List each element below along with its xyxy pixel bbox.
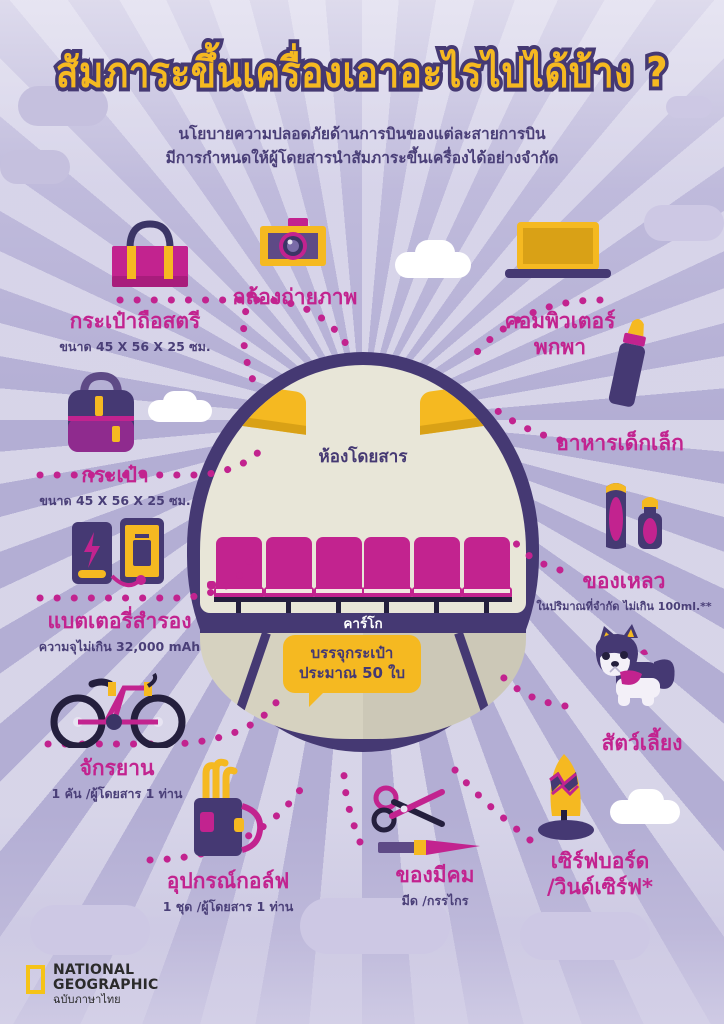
cloud-decoration: [644, 205, 724, 241]
seat: [264, 537, 314, 613]
page-subtitle: นโยบายความปลอดภัยด้านการบินของแต่ละสายกา…: [0, 122, 724, 170]
logo-line-1: NATIONAL: [53, 962, 135, 979]
subtitle-line-1: นโยบายความปลอดภัยด้านการบินของแต่ละสายกา…: [178, 125, 546, 143]
label-bicycle: จักรยาน 1 คัน /ผู้โดยสาร 1 ท่าน: [22, 755, 212, 804]
handbag-sub: ขนาด 45 X 56 X 25 ซม.: [59, 339, 211, 355]
cloud-decoration: [300, 898, 450, 954]
camera-icon: [258, 218, 328, 278]
cloud-decoration: [415, 240, 455, 266]
overhead-bin-left: [200, 377, 306, 435]
babyfood-title: อาหารเด็กเล็ก: [556, 431, 684, 455]
baby-bottle-icon: [598, 318, 658, 427]
liquids-icon: [598, 475, 688, 559]
cargo-label: คาร์โก: [343, 616, 383, 632]
powerbank-title: แบตเตอรี่สำรอง: [47, 609, 192, 633]
seat: [214, 537, 264, 613]
cloud-decoration: [520, 912, 650, 960]
seat: [314, 537, 364, 613]
cloud-decoration: [628, 789, 664, 813]
sharp-title: ของมีคม: [395, 863, 475, 887]
label-powerbank: แบตเตอรี่สำรอง ความจุไม่เกิน 32,000 mAh: [12, 608, 227, 657]
backpack-title: กระเป๋า: [81, 463, 149, 487]
backpack-sub: ขนาด 45 X 56 X 25 ซม.: [39, 493, 191, 509]
cloud-decoration: [666, 96, 712, 118]
cargo-label-band: คาร์โก: [200, 613, 526, 633]
subtitle-line-2: มีการกำหนดให้ผู้โดยสารนำสัมภาระขึ้นเครื่…: [165, 149, 559, 168]
golf-title: อุปกรณ์กอล์ฟ: [166, 869, 290, 893]
bicycle-title: จักรยาน: [79, 756, 155, 780]
powerbank-icon: [68, 518, 188, 596]
label-backpack: กระเป๋า ขนาด 45 X 56 X 25 ซม.: [15, 462, 215, 511]
cloud-decoration: [30, 905, 150, 955]
label-golf: อุปกรณ์กอล์ฟ 1 ชุด /ผู้โดยสาร 1 ท่าน: [128, 868, 328, 917]
logo-thai-edition: ฉบับภาษาไทย: [53, 993, 121, 1007]
cargo-capacity-badge: บรรจุกระเป๋า ประมาณ 50 ใบ: [283, 635, 422, 707]
page-title: สัมภาระขึ้นเครื่องเอาอะไรไปได้บ้าง ?: [52, 45, 671, 100]
seat-row-left: [207, 537, 364, 613]
bicycle-sub: 1 คัน /ผู้โดยสาร 1 ท่าน: [51, 786, 183, 802]
label-sharp: ของมีคม มีด /กรรไกร: [345, 862, 525, 911]
cabin-label: ห้องโดยสาร: [318, 447, 408, 467]
seat: [412, 537, 462, 613]
surfboard-icon: [528, 752, 624, 848]
handbag-title: กระเป๋าถือสตรี: [69, 309, 201, 333]
overhead-bin-right: [420, 377, 526, 435]
label-babyfood: อาหารเด็กเล็ก: [520, 430, 720, 456]
cloud-decoration: [0, 150, 70, 184]
airplane-cross-section: ห้องโดยสาร: [187, 352, 539, 752]
sharp-objects-icon: [370, 784, 500, 866]
pet-dog-icon: [580, 618, 684, 718]
liquids-sub: ในปริมาณที่จำกัด ไม่เกิน 100ml.**: [536, 600, 712, 614]
logo-line-2: GEOGRAPHIC: [53, 976, 159, 993]
camera-title: กล้องถ่ายภาพ: [232, 285, 358, 309]
powerbank-sub: ความจุไม่เกิน 32,000 mAh: [38, 639, 201, 655]
page-title-container: สัมภาระขึ้นเครื่องเอาอะไรไปได้บ้าง ?: [0, 45, 724, 100]
surfboard-title-line-1: เซิร์ฟบอร์ด: [550, 849, 650, 873]
handbag-icon: [100, 218, 200, 298]
liquids-title: ของเหลว: [582, 569, 666, 593]
label-surfboard: เซิร์ฟบอร์ด /วินด์เซิร์ฟ*: [505, 848, 695, 901]
seat: [362, 537, 412, 613]
laptop-icon: [505, 222, 611, 288]
laptop-title-line-2: พกพา: [533, 335, 587, 360]
badge-line-2: ประมาณ 50 ใบ: [299, 663, 406, 682]
cloud-decoration: [163, 391, 197, 413]
label-liquids: ของเหลว ในปริมาณที่จำกัด ไม่เกิน 100ml.*…: [524, 568, 724, 615]
sharp-sub: มีด /กรรไกร: [401, 893, 469, 909]
laptop-title-line-1: คอมพิวเตอร์: [504, 309, 616, 333]
bicycle-icon: [48, 668, 188, 752]
label-laptop: คอมพิวเตอร์ พกพา: [470, 308, 650, 361]
label-handbag: กระเป๋าถือสตรี ขนาด 45 X 56 X 25 ซม.: [30, 308, 240, 357]
seat-row-right: [362, 537, 512, 613]
national-geographic-logo: NATIONAL GEOGRAPHIC ฉบับภาษาไทย: [26, 963, 159, 1006]
backpack-icon: [62, 371, 140, 460]
natgeo-yellow-rectangle-icon: [26, 965, 45, 995]
surfboard-title-line-2: /วินด์เซิร์ฟ*: [546, 875, 653, 900]
cargo-divider: [223, 633, 271, 739]
seat: [462, 537, 512, 613]
passenger-cabin: ห้องโดยสาร: [200, 365, 526, 613]
label-pets: สัตว์เลี้ยง: [560, 730, 724, 756]
badge-line-1: บรรจุกระเป๋า: [310, 644, 394, 662]
cloud-decoration: [18, 86, 108, 126]
pets-title: สัตว์เลี้ยง: [601, 731, 683, 755]
golf-sub: 1 ชุด /ผู้โดยสาร 1 ท่าน: [162, 899, 294, 915]
label-camera: กล้องถ่ายภาพ: [215, 284, 375, 310]
